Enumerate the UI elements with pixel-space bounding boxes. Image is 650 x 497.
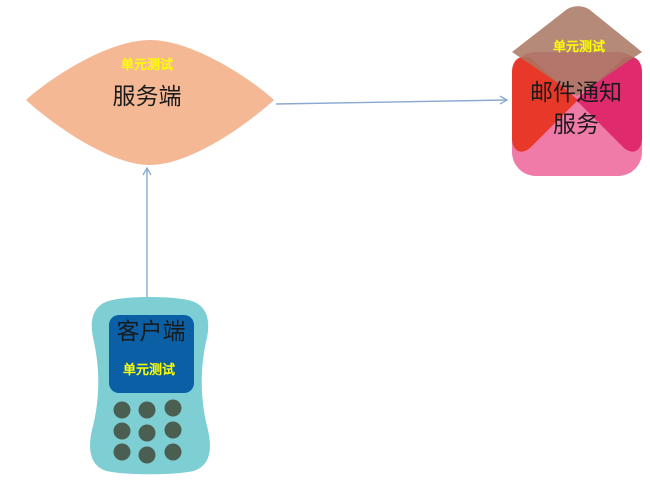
mail-node-shape[interactable] bbox=[512, 6, 642, 176]
keypad-key[interactable] bbox=[138, 401, 156, 419]
client-label: 客户端 bbox=[116, 319, 186, 345]
client-node-shape[interactable] bbox=[90, 297, 210, 475]
keypad-key[interactable] bbox=[164, 443, 182, 461]
mail-label-line2: 服务 bbox=[553, 112, 599, 138]
mail-label-line1: 邮件通知 bbox=[530, 80, 622, 106]
keypad-key[interactable] bbox=[138, 424, 156, 442]
keypad-key[interactable] bbox=[164, 399, 182, 417]
client-tag: 单元测试 bbox=[122, 363, 175, 378]
keypad-key[interactable] bbox=[164, 421, 182, 439]
envelope-left-fold bbox=[512, 56, 578, 152]
server-tag: 单元测试 bbox=[120, 58, 173, 73]
envelope-flap bbox=[512, 6, 642, 96]
server-label: 服务端 bbox=[112, 84, 182, 110]
keypad-key[interactable] bbox=[113, 443, 131, 461]
phone-keypad bbox=[113, 399, 182, 464]
keypad-key[interactable] bbox=[138, 446, 156, 464]
keypad-key[interactable] bbox=[113, 422, 131, 440]
keypad-key[interactable] bbox=[113, 401, 131, 419]
envelope-right-fold bbox=[576, 56, 642, 152]
mail-tag: 单元测试 bbox=[552, 40, 605, 55]
edge-server-to-mail[interactable] bbox=[275, 95, 509, 105]
server-node-shape[interactable] bbox=[26, 40, 274, 165]
phone-screen bbox=[109, 315, 194, 393]
